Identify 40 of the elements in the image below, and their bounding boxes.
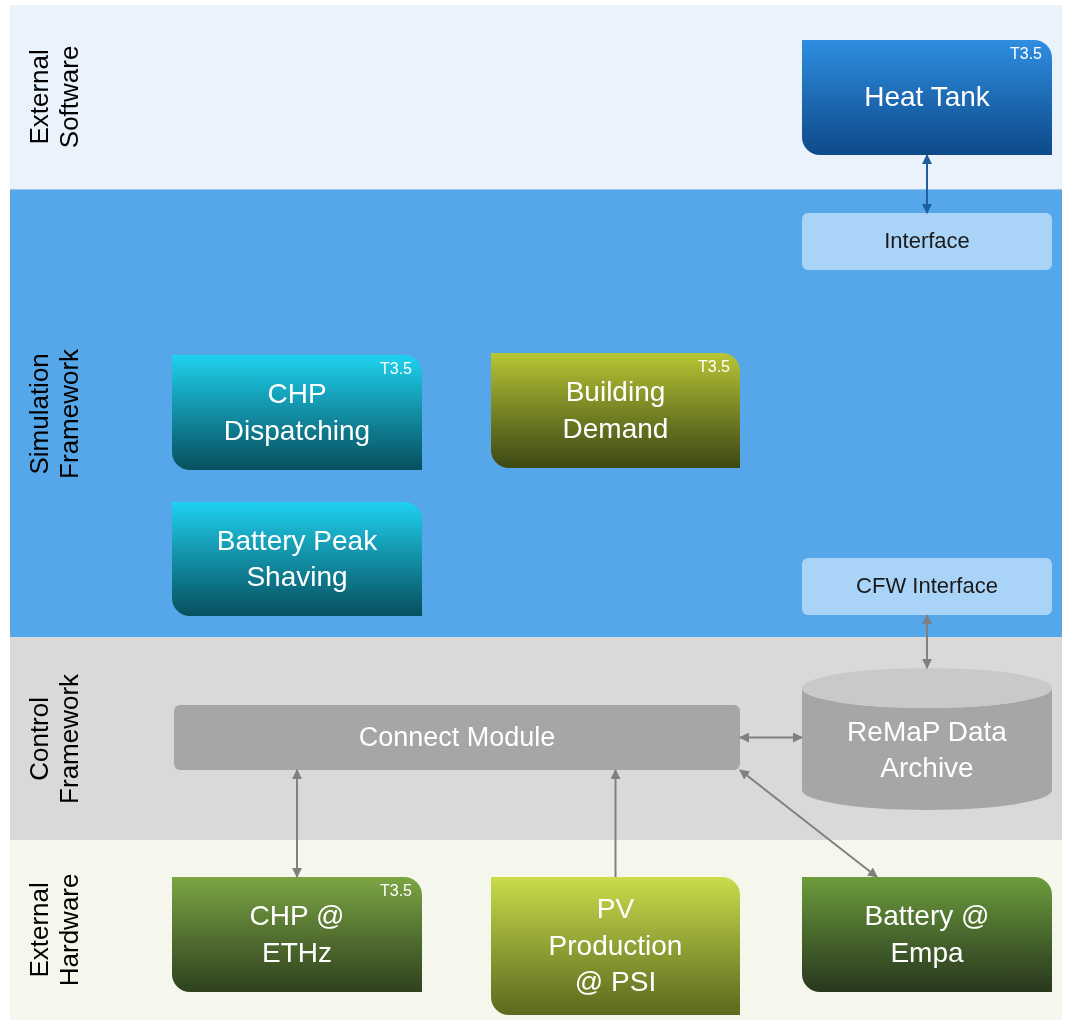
layer-band <box>10 637 1062 840</box>
connector-arrow <box>739 732 803 743</box>
component-box <box>802 40 1052 155</box>
layer-label: External Hardware <box>25 872 85 989</box>
box-label: Connect Module <box>358 720 556 754</box>
box-label: PV Production @ PSI <box>547 892 684 1000</box>
box-label: ReMaP Data Archive <box>846 714 1008 785</box>
database-cylinder <box>802 668 1052 810</box>
task-tag: T3.5 <box>1010 46 1042 62</box>
connector-arrow <box>739 769 878 878</box>
component-box <box>172 877 422 992</box>
box-label: Heat Tank <box>864 80 990 115</box>
connector-arrow <box>292 769 302 878</box>
connector-arrow <box>922 614 932 669</box>
interface-box <box>802 213 1052 270</box>
connector-arrow <box>922 154 932 214</box>
interface-box <box>802 558 1052 615</box>
module-box <box>174 705 740 770</box>
box-label: Battery Peak Shaving <box>215 523 379 594</box>
component-box <box>802 877 1052 992</box>
box-label: CFW Interface <box>856 572 998 601</box>
layer-band <box>10 190 1062 637</box>
layer-band <box>10 5 1062 190</box>
box-label: CHP @ ETHz <box>248 899 346 970</box>
component-box <box>172 355 422 470</box>
task-tag: T3.5 <box>698 359 730 375</box>
task-tag: T3.5 <box>380 361 412 377</box>
box-label: Battery @ Empa <box>863 899 991 970</box>
connector-arrow <box>610 769 621 878</box>
layer-label: Control Framework <box>25 672 85 806</box>
component-box <box>491 877 740 1015</box>
box-label: CHP Dispatching <box>222 377 372 448</box>
component-box <box>172 502 422 616</box>
layer-label: Simulation Framework <box>25 347 85 481</box>
box-label: Building Demand <box>561 375 670 446</box>
layer-band <box>10 840 1062 1020</box>
box-label: Interface <box>884 227 970 256</box>
task-tag: T3.5 <box>380 883 412 899</box>
layer-label: External Software <box>25 44 85 151</box>
component-box <box>491 353 740 468</box>
